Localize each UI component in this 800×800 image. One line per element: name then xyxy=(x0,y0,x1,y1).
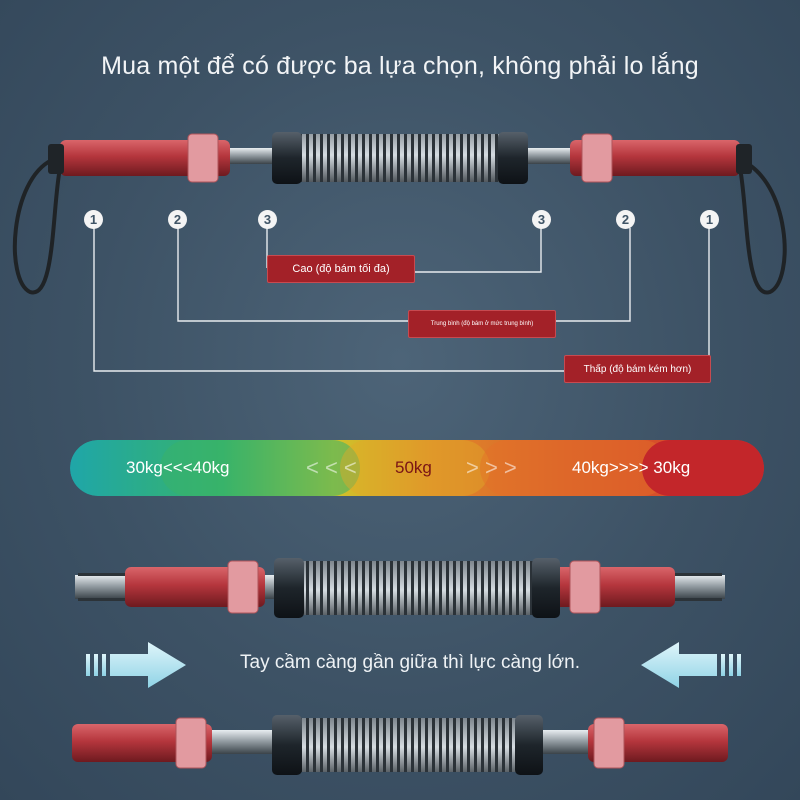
scale-left-text: 30kg<<<40kg xyxy=(126,458,230,477)
marker-1-left: 1 xyxy=(84,210,103,229)
headline: Mua một để có được ba lựa chọn, không ph… xyxy=(101,52,699,80)
marker-3-right: 3 xyxy=(532,210,551,229)
marker-3-left: 3 xyxy=(258,210,277,229)
lanyard-right xyxy=(738,158,787,295)
level-low-label: Thấp (độ bám kém hơn) xyxy=(564,355,711,383)
scale-right-chevrons: > > > xyxy=(466,455,517,480)
marker-2-right: 2 xyxy=(616,210,635,229)
level-high-label: Cao (độ bám tối đa) xyxy=(267,255,415,283)
grip-bar-narrow xyxy=(72,715,728,775)
marker-1-right: 1 xyxy=(700,210,719,229)
marker-2-left: 2 xyxy=(168,210,187,229)
force-scale: 30kg<<<40kg < < < 50kg > > > 40kg>>>> 30… xyxy=(70,440,764,496)
arrow-left-icon xyxy=(641,642,741,688)
lanyard-left xyxy=(12,158,62,295)
grip-bar-top xyxy=(12,132,787,295)
scale-center-text: 50kg xyxy=(395,458,432,477)
grip-bar-wide xyxy=(75,558,725,618)
level-medium-label: Trung bình (độ bám ở mức trung bình) xyxy=(408,310,556,338)
grip-position-caption: Tay cầm càng gần giữa thì lực càng lớn. xyxy=(240,652,580,673)
arrow-right-icon xyxy=(86,642,186,688)
scale-left-chevrons: < < < xyxy=(306,455,357,480)
scale-right-text: 40kg>>>> 30kg xyxy=(572,458,691,477)
